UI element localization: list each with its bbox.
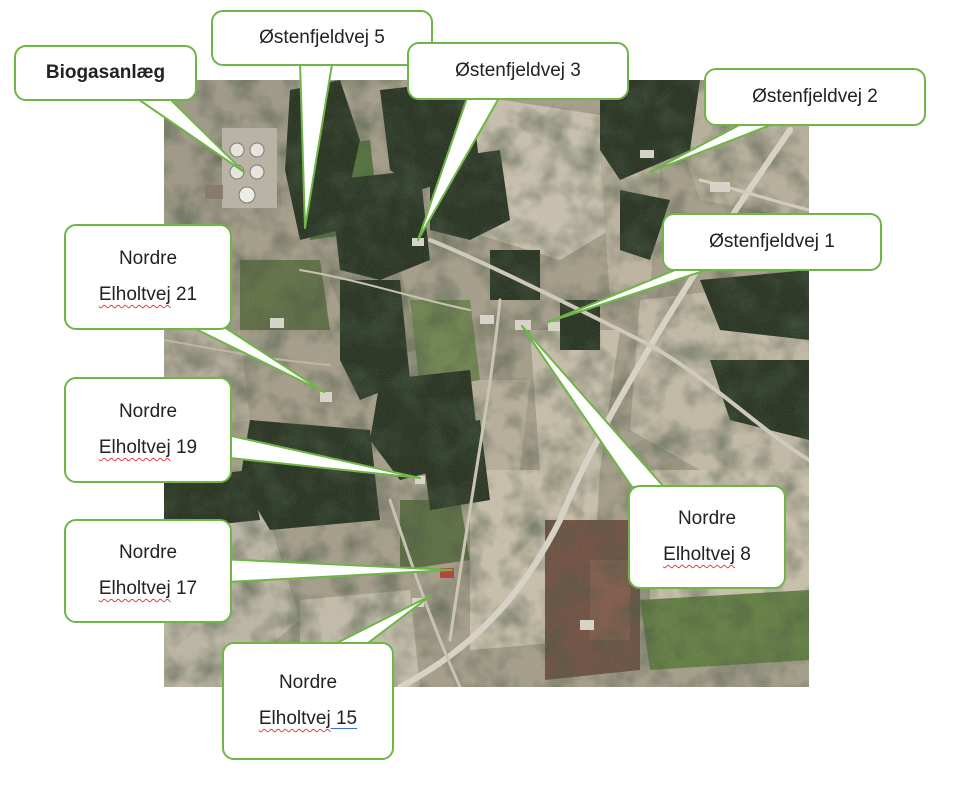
callout-ostenfjeldvej-1: Østenfjeldvej 1 bbox=[662, 213, 882, 271]
callout-ostenfjeldvej-5: Østenfjeldvej 5 bbox=[211, 10, 433, 66]
callout-text: Elholtvej 8 bbox=[663, 544, 751, 565]
callout-ostenfjeldvej-2: Østenfjeldvej 2 bbox=[704, 68, 926, 126]
callout-text: Østenfjeldvej 2 bbox=[752, 86, 878, 107]
farm-buildings bbox=[270, 150, 730, 630]
callout-text: Elholtvej 21 bbox=[98, 284, 198, 305]
callout-text: Nordre bbox=[677, 508, 737, 529]
biogas-facility bbox=[205, 128, 277, 208]
callout-text: Nordre bbox=[118, 248, 178, 269]
callout-text: Østenfjeldvej 1 bbox=[709, 231, 835, 252]
map-area bbox=[164, 80, 809, 687]
callout-text: Nordre bbox=[118, 401, 178, 422]
callout-text: Østenfjeldvej 3 bbox=[455, 60, 581, 81]
callout-ostenfjeldvej-3: Østenfjeldvej 3 bbox=[407, 42, 629, 100]
callout-text: Nordre bbox=[278, 672, 338, 693]
callout-text: Elholtvej 19 bbox=[98, 437, 198, 458]
callout-biogasanlaeg: Biogasanlæg bbox=[14, 45, 197, 101]
callout-text: Elholtvej 15 bbox=[258, 708, 358, 729]
callout-text: Østenfjeldvej 5 bbox=[259, 27, 385, 48]
callout-text: Nordre bbox=[118, 542, 178, 563]
callout-text: Elholtvej 17 bbox=[98, 578, 198, 599]
callout-text: Biogasanlæg bbox=[45, 62, 166, 83]
